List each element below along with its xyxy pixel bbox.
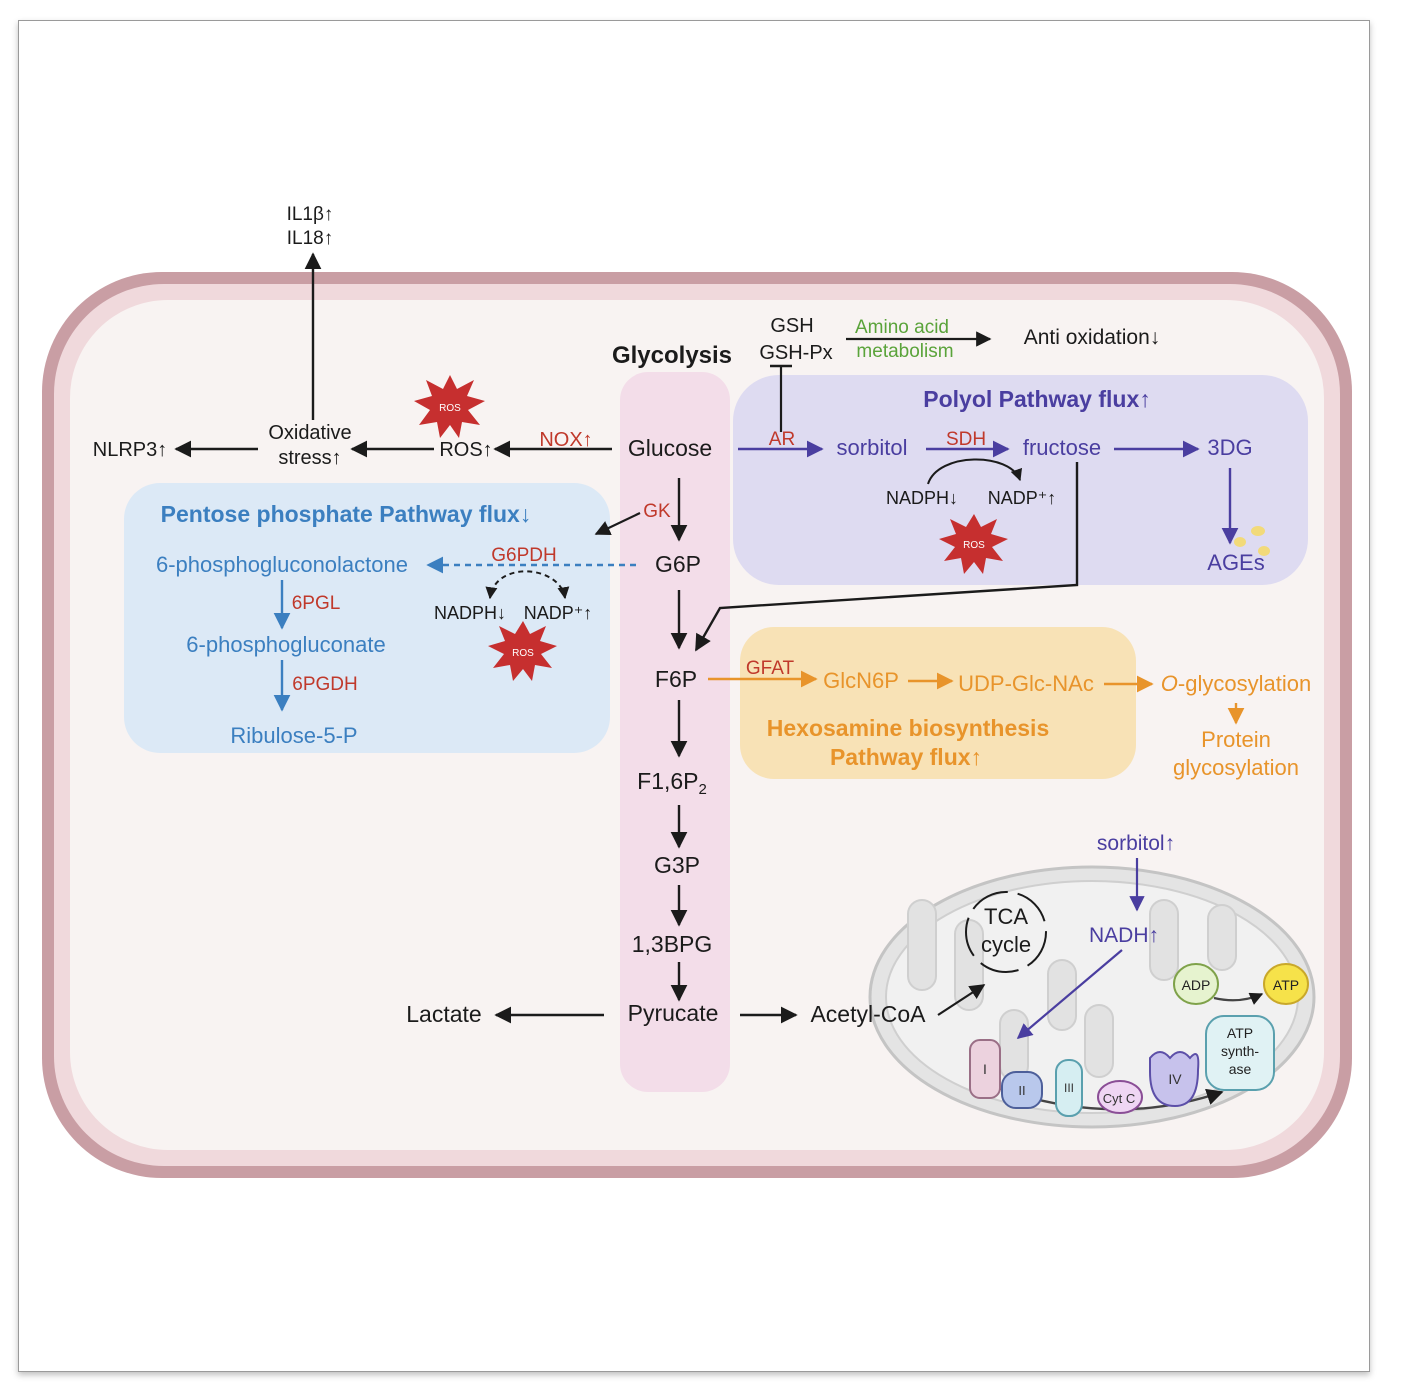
g6pdh-label: G6PDH — [491, 545, 556, 566]
pgdh-label: 6PGDH — [292, 674, 357, 695]
lactate-label: Lactate — [406, 1001, 481, 1027]
tca-label: TCA — [984, 904, 1028, 929]
svg-text:ATP: ATP — [1273, 977, 1299, 993]
g3p-label: G3P — [654, 852, 700, 878]
amino-metabolism-label: metabolism — [856, 341, 953, 362]
svg-text:ROS: ROS — [439, 403, 461, 414]
glycolysis-title: Glycolysis — [612, 342, 732, 369]
ages-dots — [1234, 526, 1270, 556]
tca-cycle-ring — [965, 891, 1047, 973]
pgl-label: 6PGL — [292, 593, 341, 614]
il1b-label: IL1β↑ — [287, 204, 334, 225]
svg-text:ADP: ADP — [1182, 977, 1211, 993]
arrow-fructose-to-f6p — [694, 462, 1079, 652]
polyol-cofactor-arc — [927, 458, 1022, 485]
svg-text:II: II — [1018, 1083, 1025, 1098]
acetyl-coa-label: Acetyl-CoA — [810, 1001, 926, 1027]
svg-text:synth-: synth- — [1221, 1043, 1259, 1059]
glcn6p-label: GlcN6P — [823, 668, 899, 693]
f16p2-label: F1,6P2 — [637, 768, 707, 798]
polyol-nadph-label: NADPH↓ — [886, 488, 958, 508]
cristae — [907, 899, 1237, 1081]
svg-text:III: III — [1064, 1081, 1074, 1095]
ros-up-label: ROS↑ — [439, 439, 492, 461]
udp-label: UDP-Glc-NAc — [958, 671, 1094, 696]
f6p-label: F6P — [655, 666, 697, 692]
atp-molecule — [1263, 963, 1309, 1005]
ppp-nadph-label: NADPH↓ — [434, 603, 506, 623]
gk-label: GK — [643, 501, 671, 522]
gsh-label: GSH — [770, 315, 813, 337]
ppp-cofactor-arc — [485, 570, 570, 600]
arrow-gk-pointer — [594, 512, 641, 535]
oxidative-stress-line1: Oxidative — [268, 422, 351, 444]
glycolysis-band — [620, 372, 730, 1092]
svg-text:ROS: ROS — [963, 540, 985, 551]
gluconate-label: 6-phosphogluconate — [186, 632, 385, 657]
complex-iii — [1055, 1059, 1083, 1117]
ppp-nadp-label: NADP⁺↑ — [524, 603, 593, 623]
ppp-title: Pentose phosphate Pathway flux↓ — [161, 501, 532, 527]
ppp-box — [124, 483, 610, 753]
ros-burst-inflammation: ROS — [414, 375, 485, 438]
fructose-label: fructose — [1023, 435, 1101, 460]
svg-text:I: I — [983, 1061, 987, 1077]
glucose-label: Glucose — [628, 435, 712, 461]
lactone-label: 6-phosphogluconolactone — [156, 552, 408, 577]
arrow-adp-to-atp — [1213, 992, 1264, 1005]
hexosamine-title-line1: Hexosamine biosynthesis — [767, 715, 1050, 741]
glycosylation-label: glycosylation — [1173, 755, 1299, 780]
ar-label: AR — [769, 429, 795, 450]
sorbitol-label: sorbitol — [837, 435, 908, 460]
polyol-nadp-label: NADP⁺↑ — [988, 488, 1057, 508]
complex-iv — [1149, 1051, 1200, 1108]
adp-molecule — [1173, 963, 1219, 1005]
svg-text:IV: IV — [1168, 1071, 1182, 1087]
gfat-label: GFAT — [746, 658, 795, 679]
g6p-label: G6P — [655, 551, 701, 577]
sorbitol-up-label: sorbitol↑ — [1097, 832, 1175, 855]
ages-label: AGEs — [1207, 550, 1264, 575]
nadh-label: NADH↑ — [1089, 924, 1159, 947]
svg-text:Cyt C: Cyt C — [1103, 1091, 1136, 1106]
arrow-nadh-to-complex — [1016, 949, 1123, 1039]
amino-acid-label: Amino acid — [855, 317, 949, 338]
il18-label: IL18↑ — [287, 228, 333, 249]
ribulose-label: Ribulose-5-P — [230, 723, 357, 748]
arrow-acetyl-to-tca — [937, 984, 986, 1016]
ros-burst-ppp: ROS — [488, 621, 557, 681]
cytochrome-c — [1097, 1080, 1143, 1114]
antiox-label: Anti oxidation↓ — [1024, 326, 1161, 349]
protein-label: Protein — [1201, 727, 1271, 752]
dg-label: 3DG — [1207, 435, 1252, 460]
svg-text:ase: ase — [1229, 1061, 1252, 1077]
complex-ii — [1001, 1071, 1043, 1109]
oxidative-stress-line2: stress↑ — [278, 447, 341, 469]
sdh-label: SDH — [946, 429, 986, 450]
nox-label: NOX↑ — [539, 429, 592, 451]
cycle-label: cycle — [981, 932, 1031, 957]
hexosamine-title-line2: Pathway flux↑ — [830, 744, 982, 770]
ros-burst-polyol: ROS — [939, 514, 1008, 574]
polyol-title: Polyol Pathway flux↑ — [923, 386, 1151, 412]
nlrp3-label: NLRP3↑ — [93, 439, 167, 461]
o-glycosylation-label: O-glycosylation — [1161, 671, 1311, 696]
atp-synthase — [1205, 1015, 1275, 1091]
complex-i — [969, 1039, 1001, 1099]
svg-text:ROS: ROS — [512, 648, 534, 659]
bpg-label: 1,3BPG — [632, 931, 713, 957]
gshpx-label: GSH-Px — [759, 342, 832, 364]
svg-text:ATP: ATP — [1227, 1025, 1253, 1041]
pyruvate-label: Pyrucate — [628, 1000, 719, 1026]
hexosamine-box — [740, 627, 1136, 779]
